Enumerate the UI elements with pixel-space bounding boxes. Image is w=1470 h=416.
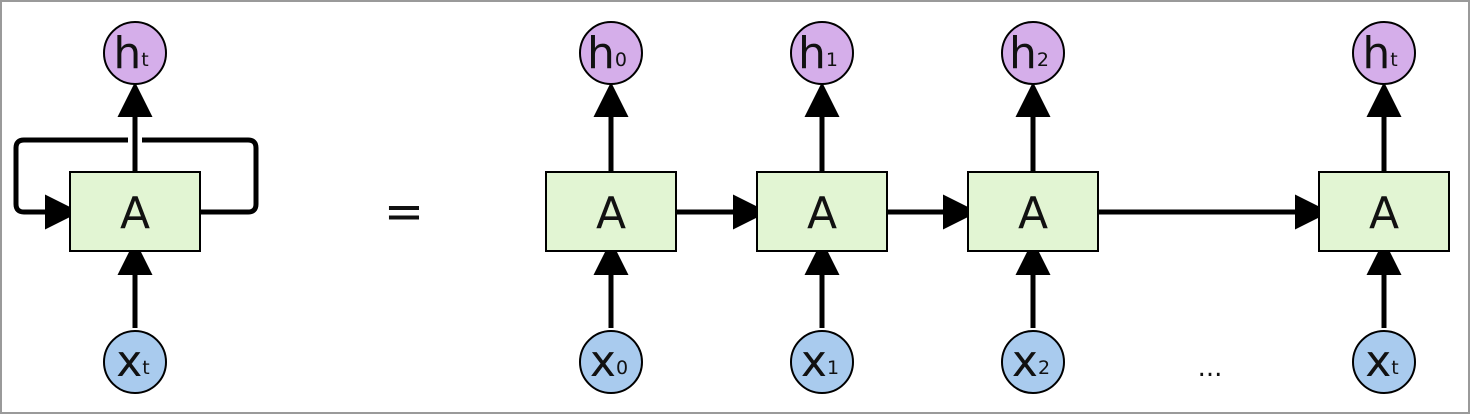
folded-input-node — [103, 330, 167, 394]
step-1-cell — [756, 171, 888, 252]
step-t-output-sub: t — [1390, 49, 1397, 71]
svg-text:ht: ht — [113, 28, 148, 79]
step-2-output-main: h — [1009, 28, 1037, 79]
ellipsis: ... — [1198, 353, 1223, 383]
step-1-output-sub: 1 — [826, 49, 838, 71]
svg-text:h1: h1 — [798, 28, 838, 79]
step-2-cell-label: A — [1018, 188, 1048, 239]
unrolled-step-2: A h2 x2 — [967, 21, 1099, 394]
folded-output-node — [103, 21, 167, 85]
step-0-cell — [545, 171, 677, 252]
step-2-input-main: x — [1012, 336, 1038, 387]
svg-text:xt: xt — [1365, 336, 1399, 387]
step-2-cell — [967, 171, 1099, 252]
folded-input-main: x — [116, 336, 142, 387]
folded-output-sub: t — [141, 49, 148, 71]
step-t-input-sub: t — [1391, 357, 1398, 379]
step-t-input-node — [1352, 330, 1416, 394]
unrolled-rnn: A h0 x0 A h1 x1 — [545, 21, 1450, 394]
step-t-cell-label: A — [1369, 188, 1399, 239]
unrolled-step-t: A ht xt — [1318, 21, 1450, 394]
svg-text:h0: h0 — [587, 28, 627, 79]
svg-text:h2: h2 — [1009, 28, 1049, 79]
step-t-input-main: x — [1365, 336, 1391, 387]
svg-text:ht: ht — [1362, 28, 1397, 79]
step-1-input-node — [790, 330, 854, 394]
step-0-input-node — [579, 330, 643, 394]
equals-sign: = — [384, 184, 424, 240]
svg-text:xt: xt — [116, 336, 150, 387]
folded-rnn: A ht xt — [13, 21, 259, 394]
step-1-input-sub: 1 — [827, 357, 839, 379]
step-0-input-sub: 0 — [616, 357, 628, 379]
svg-text:x0: x0 — [590, 336, 628, 387]
step-0-output-node — [579, 21, 643, 85]
folded-output-main: h — [113, 28, 141, 79]
step-2-output-node — [1001, 21, 1065, 85]
step-1-output-main: h — [798, 28, 826, 79]
step-2-output-sub: 2 — [1037, 49, 1049, 71]
step-t-output-main: h — [1362, 28, 1390, 79]
unrolled-step-1: A h1 x1 — [756, 21, 888, 394]
step-0-output-main: h — [587, 28, 615, 79]
step-1-output-node — [790, 21, 854, 85]
step-0-input-main: x — [590, 336, 616, 387]
step-1-input-main: x — [801, 336, 827, 387]
step-0-cell-label: A — [596, 188, 626, 239]
step-1-cell-label: A — [807, 188, 837, 239]
svg-text:x1: x1 — [801, 336, 839, 387]
step-t-output-node — [1352, 21, 1416, 85]
folded-cell-label: A — [120, 188, 150, 239]
folded-input-sub: t — [142, 357, 149, 379]
folded-cell — [69, 171, 201, 252]
step-2-input-sub: 2 — [1038, 357, 1050, 379]
step-2-input-node — [1001, 330, 1065, 394]
svg-text:x2: x2 — [1012, 336, 1050, 387]
step-t-cell — [1318, 171, 1450, 252]
unrolled-step-0: A h0 x0 — [545, 21, 677, 394]
step-0-output-sub: 0 — [615, 49, 627, 71]
